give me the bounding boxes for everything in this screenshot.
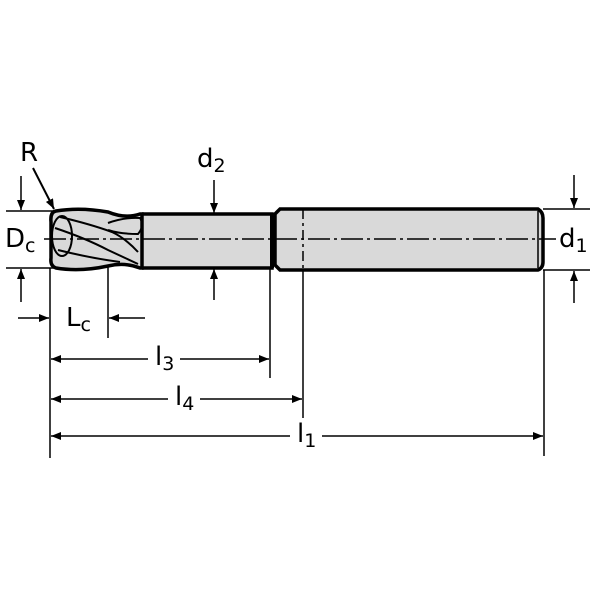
label-Lc: Lc [66, 303, 91, 336]
label-d1: d1 [559, 224, 588, 257]
label-R: R [20, 138, 39, 168]
label-d2: d2 [197, 144, 226, 177]
label-l4: l4 [175, 382, 195, 415]
label-Dc: Dc [5, 224, 36, 257]
dimension-lines [17, 167, 578, 440]
label-l3: l3 [155, 342, 175, 375]
neck [142, 212, 274, 270]
label-l1: l1 [297, 419, 317, 452]
extension-lines [6, 208, 590, 458]
